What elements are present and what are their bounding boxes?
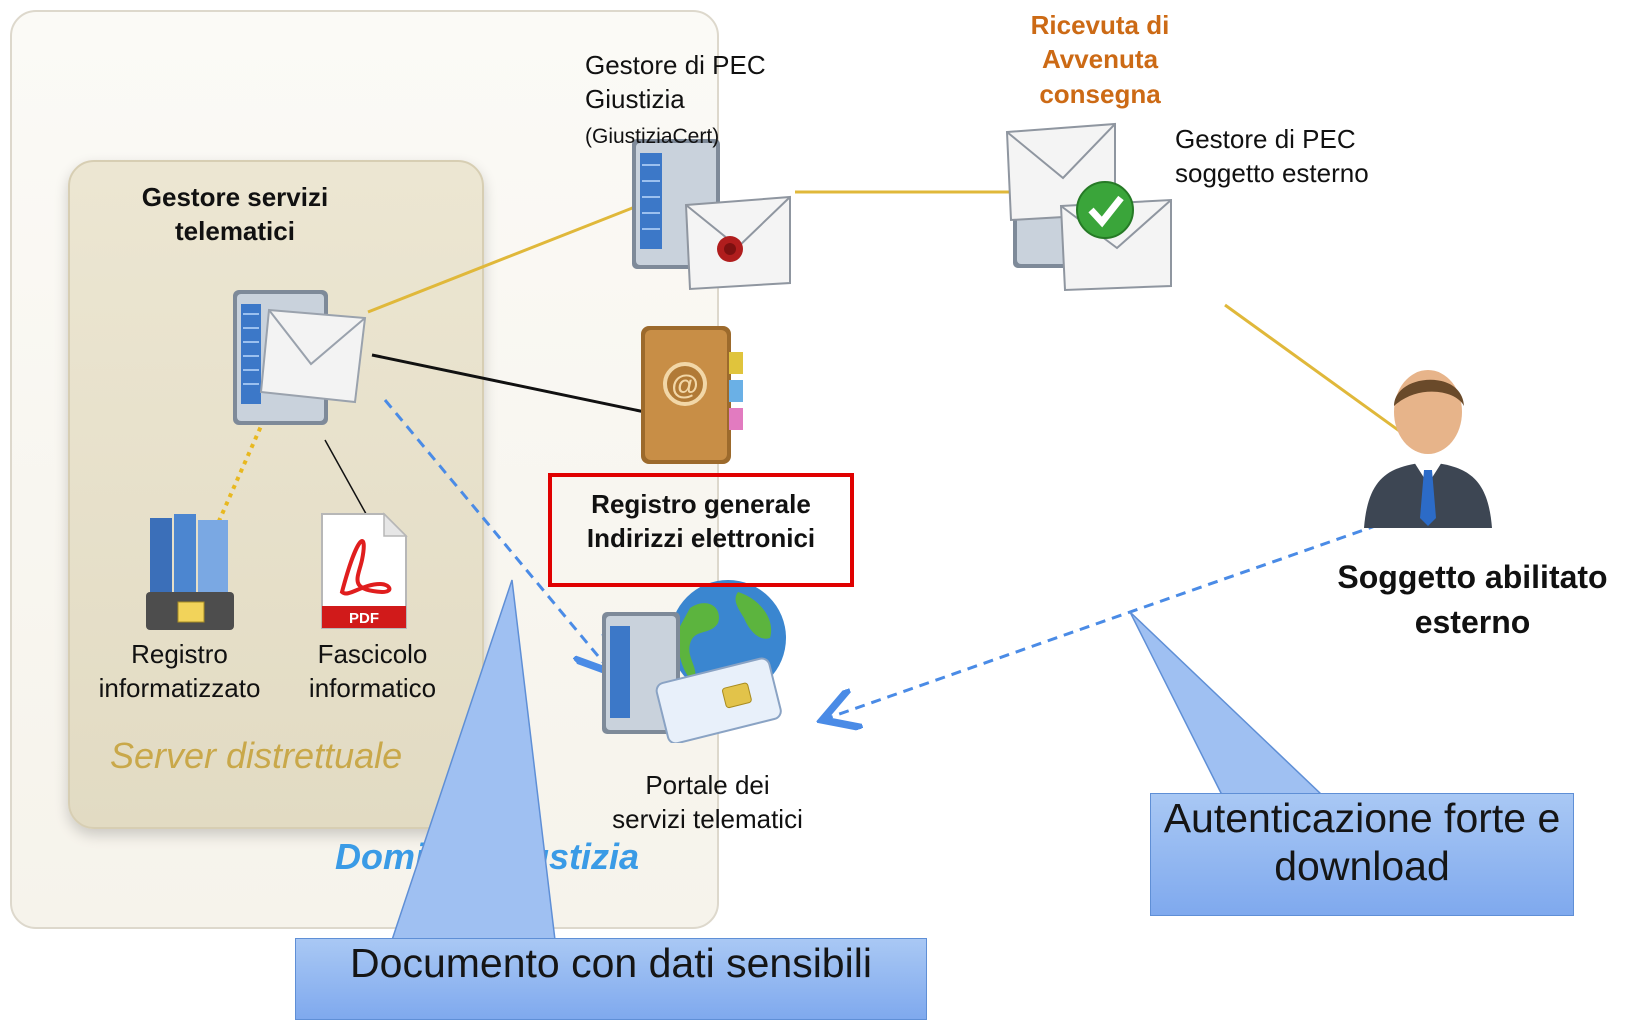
mail-server-icon: [233, 290, 367, 425]
pec-server-icon: [632, 139, 791, 291]
gestore-pec-giustizia-text: Gestore di PEC Giustizia: [585, 50, 766, 115]
ricevuta-label: Ricevuta di Avvenuta consegna: [1030, 10, 1170, 109]
portale-label: Portale dei servizi telematici: [612, 770, 803, 835]
server-panel: [68, 160, 484, 829]
soggetto-label: Soggetto abilitato esterno: [1337, 559, 1608, 640]
pdf-file-icon: PDF: [321, 512, 408, 629]
gestore-pec-esterno-label: Gestore di PEC soggetto esterno: [1175, 124, 1369, 189]
web-portal-icon: [602, 580, 786, 743]
user-icon: [1364, 370, 1492, 528]
line-esterno-to-soggetto: [1224, 303, 1406, 437]
svg-text:@: @: [671, 369, 698, 400]
registro-generale-box: Registro generale Indirizzi elettronici: [548, 473, 854, 587]
registro-informatizzato-label: Registro informatizzato: [98, 639, 261, 704]
dashed-arrow-gestore-to-portale: [383, 399, 608, 668]
binder-icon: [146, 514, 234, 630]
documento-callout: Documento con dati sensibili: [295, 938, 927, 1020]
certified-mail-icon: [1005, 122, 1172, 292]
svg-text:PDF: PDF: [349, 610, 379, 627]
server-distrettuale-label: Server distrettuale: [110, 735, 403, 776]
address-book-icon: @: [641, 326, 743, 464]
line-gestore-to-registro: [371, 353, 646, 414]
dashed-arrow-soggetto-to-portale: [828, 523, 1379, 718]
autenticazione-callout: Autenticazione forte e download: [1150, 793, 1574, 916]
gestore-servizi-label: Gestore servizi telematici: [141, 182, 329, 247]
line-gestore-to-pec: [367, 203, 641, 314]
gestore-pec-giustizia-label: Gestore di PEC Giustizia (GiustiziaCert): [585, 48, 800, 151]
fascicolo-informatico-label: Fascicolo informatico: [308, 639, 437, 704]
giustiziacert-text: (GiustiziaCert): [585, 124, 720, 148]
registro-generale-label: Registro generale Indirizzi elettronici: [586, 489, 816, 554]
